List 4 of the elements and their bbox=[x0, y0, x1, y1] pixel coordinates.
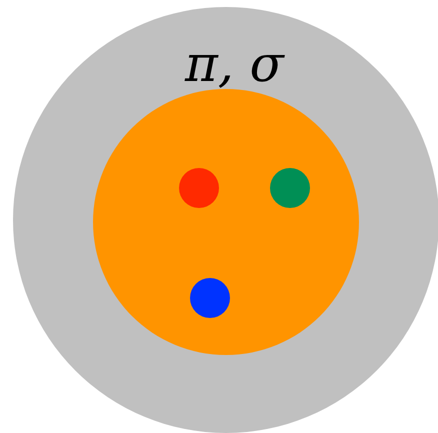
dot bbox=[190, 278, 230, 318]
dot bbox=[179, 168, 219, 208]
dot bbox=[270, 168, 310, 208]
math-label: π, σ bbox=[185, 39, 284, 89]
